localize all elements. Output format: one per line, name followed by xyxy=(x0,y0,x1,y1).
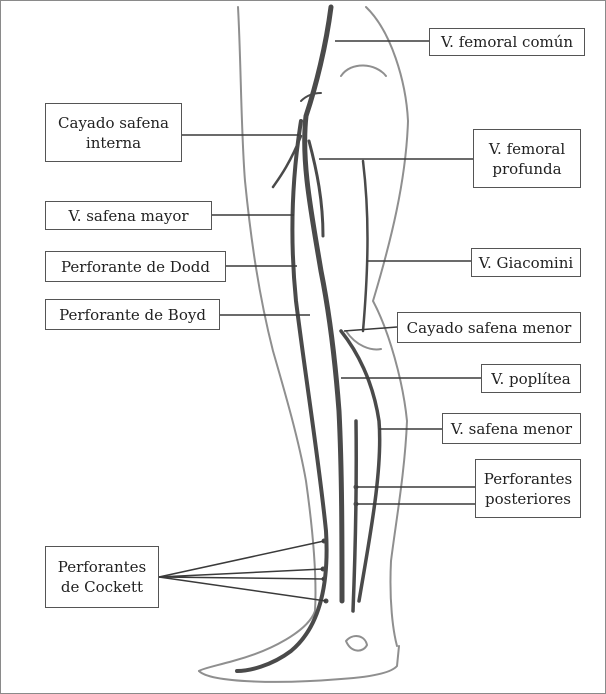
label-line: Cayado safena xyxy=(58,113,169,132)
label-line: profunda xyxy=(492,159,562,178)
label-perforantes-cockett: Perforantes de Cockett xyxy=(45,546,159,608)
label-perforante-dodd: Perforante de Dodd xyxy=(45,251,226,282)
label-line: V. Giacomini xyxy=(478,253,574,272)
label-line: de Cockett xyxy=(60,578,144,596)
leader-cockett-1 xyxy=(158,540,325,578)
label-line: Perforante de Boyd xyxy=(59,305,206,324)
leader-cockett-2 xyxy=(158,568,324,578)
label-line: V. safena mayor xyxy=(68,206,189,225)
label-line: V. femoral común xyxy=(440,33,574,51)
leader-cockett-4 xyxy=(158,576,327,602)
foot-outline xyxy=(198,645,400,683)
label-safena-menor: V. safena menor xyxy=(442,413,581,444)
leg-outline-back xyxy=(365,6,409,647)
label-poplitea: V. poplítea xyxy=(481,364,581,393)
leader-cayado-menor xyxy=(343,326,398,332)
label-line: Cayado safena menor xyxy=(406,318,572,337)
leader-cockett-3 xyxy=(158,576,325,580)
leg-outline-front xyxy=(198,6,317,672)
small-saphenous-vein xyxy=(339,329,382,603)
femoral-vein xyxy=(302,4,345,604)
label-line: Perforante de Dodd xyxy=(60,257,210,276)
posterior-tibial-vein xyxy=(351,419,359,613)
giacomini-vein xyxy=(361,159,369,333)
label-giacomini: V. Giacomini xyxy=(471,248,581,277)
label-line: posteriores xyxy=(485,489,571,508)
deep-femoral-vein xyxy=(307,139,325,238)
thigh-branch xyxy=(300,92,322,102)
label-femoral-comun: V. femoral común xyxy=(429,28,585,56)
label-line: V. safena menor xyxy=(450,419,573,438)
deep-femoral-branch xyxy=(271,134,303,189)
great-saphenous-vein xyxy=(235,119,329,673)
label-line: V. femoral xyxy=(488,139,566,158)
knee-contour xyxy=(345,330,382,351)
label-perforante-boyd: Perforante de Boyd xyxy=(45,299,220,330)
label-safena-mayor: V. safena mayor xyxy=(45,201,212,230)
ankle-bone xyxy=(345,635,368,652)
label-line: interna xyxy=(85,133,142,152)
hip-curve xyxy=(340,64,387,77)
label-line: V. poplítea xyxy=(491,369,571,388)
label-cayado-safena-menor: Cayado safena menor xyxy=(397,312,581,343)
label-line: Perforantes xyxy=(57,558,147,576)
label-line: Perforantes xyxy=(483,469,573,488)
